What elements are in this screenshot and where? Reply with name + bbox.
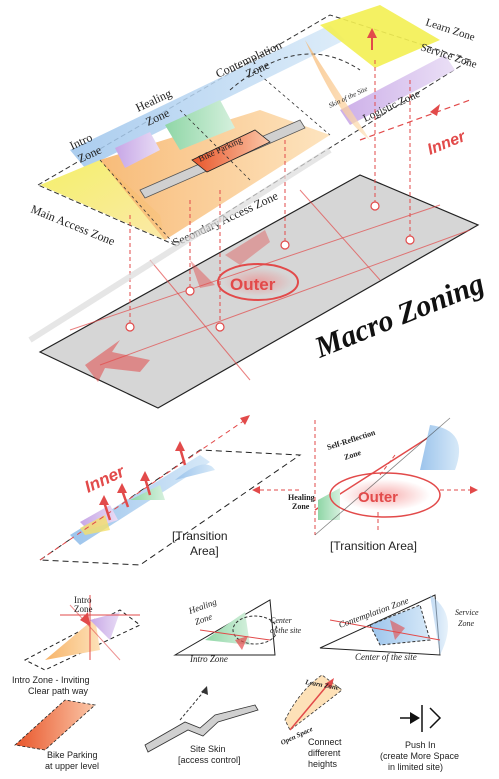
- label-transition-healing-2: Zone: [292, 502, 310, 511]
- legend-bike-line-2: at upper level: [45, 761, 99, 771]
- legend-bike-line-1: Bike Parking: [47, 750, 98, 760]
- site-plane: [28, 28, 480, 409]
- label-self-reflection-zone: Self-Reflection: [326, 428, 377, 452]
- label-center-of-site-c: Center of the site: [355, 652, 417, 662]
- zone-sketch-contemplation: Contemplation Zone Service Zone Center o…: [319, 594, 479, 662]
- label-inner: Inner: [425, 128, 468, 159]
- legend-push-in: Push In (create More Space in limited si…: [380, 705, 459, 772]
- label-center-of-site-b-2: of the site: [270, 626, 302, 635]
- legend-push-line-1: Push In: [405, 740, 436, 750]
- legend-skin-line-2: [access control]: [178, 755, 241, 765]
- transition-left-caption-2: Area]: [190, 544, 219, 558]
- zone-sketch-intro: Intro Zone Intro Zone - Inviting Clear p…: [12, 595, 141, 696]
- legend-bike-parking: Bike Parking at upper level: [14, 699, 99, 771]
- label-self-reflection-zone-2: Zone: [343, 448, 363, 462]
- label-intro-zone-sketch: Intro: [74, 595, 92, 605]
- legend-connect-line-1: Connect: [308, 737, 342, 747]
- label-intro-zone-b: Intro Zone: [189, 654, 228, 664]
- label-intro-zone-sketch-2: Zone: [74, 604, 93, 614]
- legend-connect-heights: Learn Zone Open Space Connect different …: [279, 674, 343, 769]
- caption-intro-zone-2: Clear path way: [28, 686, 89, 696]
- transition-right-caption: [Transition Area]: [330, 539, 417, 553]
- upper-zone-plane: [36, 5, 472, 246]
- transition-left-caption: [Transition: [172, 529, 228, 543]
- label-transition-outer: Outer: [358, 489, 398, 506]
- label-service-zone-c-2: Zone: [458, 619, 474, 628]
- caption-intro-zone: Intro Zone - Inviting: [12, 675, 90, 685]
- legend-skin-line-1: Site Skin: [190, 744, 226, 754]
- label-service-zone-c: Service: [455, 608, 479, 617]
- legend-push-line-2: (create More Space: [380, 751, 459, 761]
- transition-right: Self-Reflection Zone Healing Zone Outer …: [252, 417, 478, 553]
- zone-sketch-healing: Healing Zone Center of the site Intro Zo…: [173, 596, 302, 664]
- legend-connect-line-3: heights: [308, 759, 338, 769]
- label-transition-healing: Healing: [288, 493, 315, 502]
- label-center-of-site-b: Center: [270, 616, 293, 625]
- legend-connect-line-2: different: [308, 748, 341, 758]
- legend-push-line-3: in limited site): [388, 762, 443, 772]
- legend-site-skin: Site Skin [access control]: [144, 686, 259, 765]
- label-outer: Outer: [230, 275, 276, 294]
